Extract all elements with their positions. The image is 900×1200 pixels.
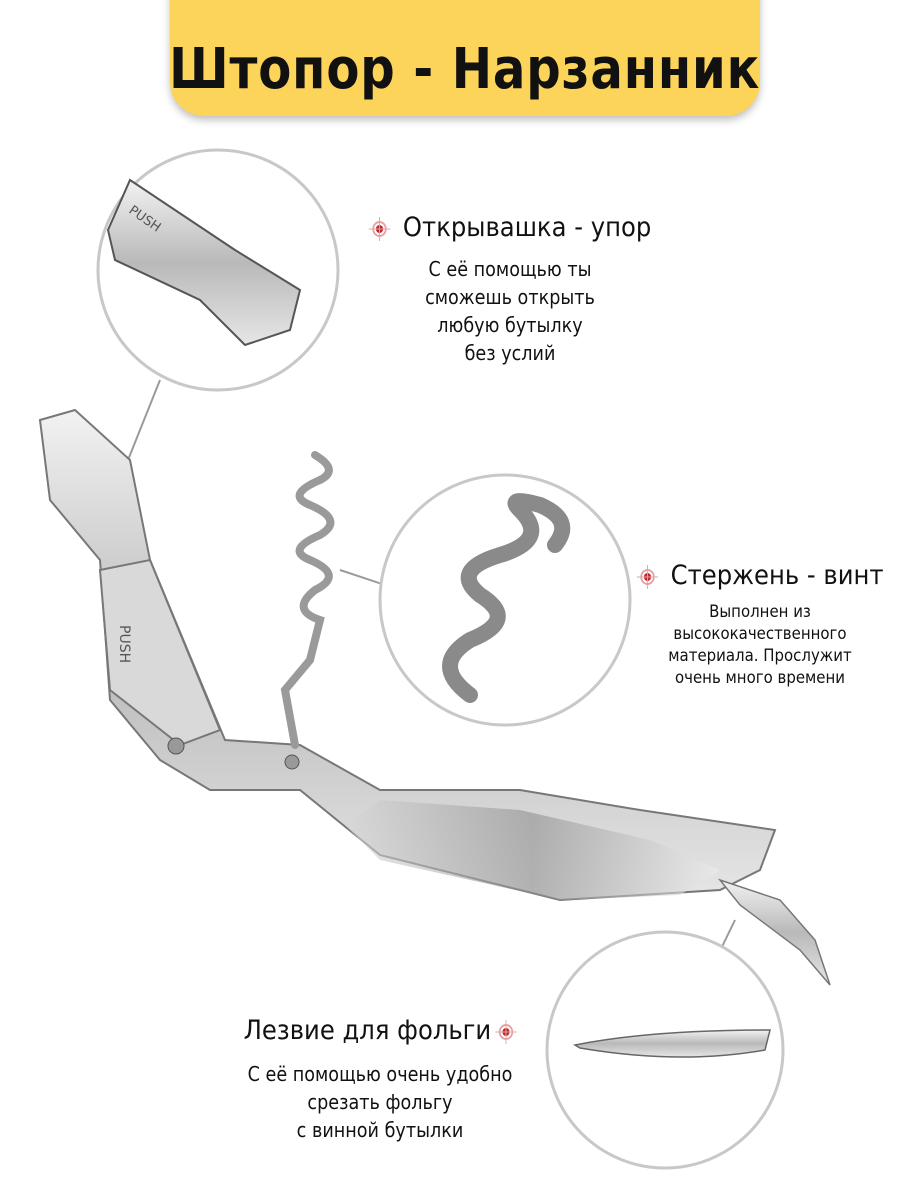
feature-title: Открывашка - упор bbox=[402, 212, 652, 243]
feature-desc-line: срезать фольгу bbox=[307, 1090, 453, 1114]
worm-detail-circle bbox=[378, 473, 632, 727]
title-banner: Штопор - Нарзанник bbox=[169, 0, 761, 116]
target-marker-icon bbox=[368, 216, 391, 241]
feature-desc-line: без услий bbox=[464, 341, 556, 365]
leader-line bbox=[339, 569, 386, 586]
feature-desc-line: любую бутылку bbox=[437, 313, 583, 337]
feature-desc-line: с винной бутылки bbox=[296, 1118, 464, 1142]
leader-line bbox=[127, 379, 161, 461]
target-marker-icon bbox=[636, 564, 659, 589]
feature-desc-line: очень много времени bbox=[674, 668, 846, 688]
page-title: Штопор - Нарзанник bbox=[169, 37, 761, 102]
feature-desc-line: высококачественного bbox=[673, 624, 847, 644]
feature-desc-line: сможешь открыть bbox=[425, 285, 595, 309]
feature-title: Лезвие для фольги bbox=[243, 1015, 492, 1046]
feature-desc-line: С её помощью очень удобно bbox=[247, 1062, 513, 1086]
push-label: PUSH bbox=[116, 625, 132, 663]
feature-desc-line: материала. Прослужит bbox=[668, 646, 852, 666]
feature-title: Стержень - винт bbox=[670, 560, 884, 591]
feature-opener: Открывашка - упор С её помощью ты сможеш… bbox=[340, 212, 680, 367]
target-marker-icon bbox=[494, 1019, 517, 1044]
feature-desc-line: С её помощью ты bbox=[428, 257, 592, 281]
feature-worm: Стержень - винт Выполнен из высококачест… bbox=[620, 560, 900, 689]
feature-blade: Лезвие для фольги С её помощью очень удо… bbox=[210, 1015, 550, 1144]
feature-desc-line: Выполнен из bbox=[709, 602, 811, 622]
